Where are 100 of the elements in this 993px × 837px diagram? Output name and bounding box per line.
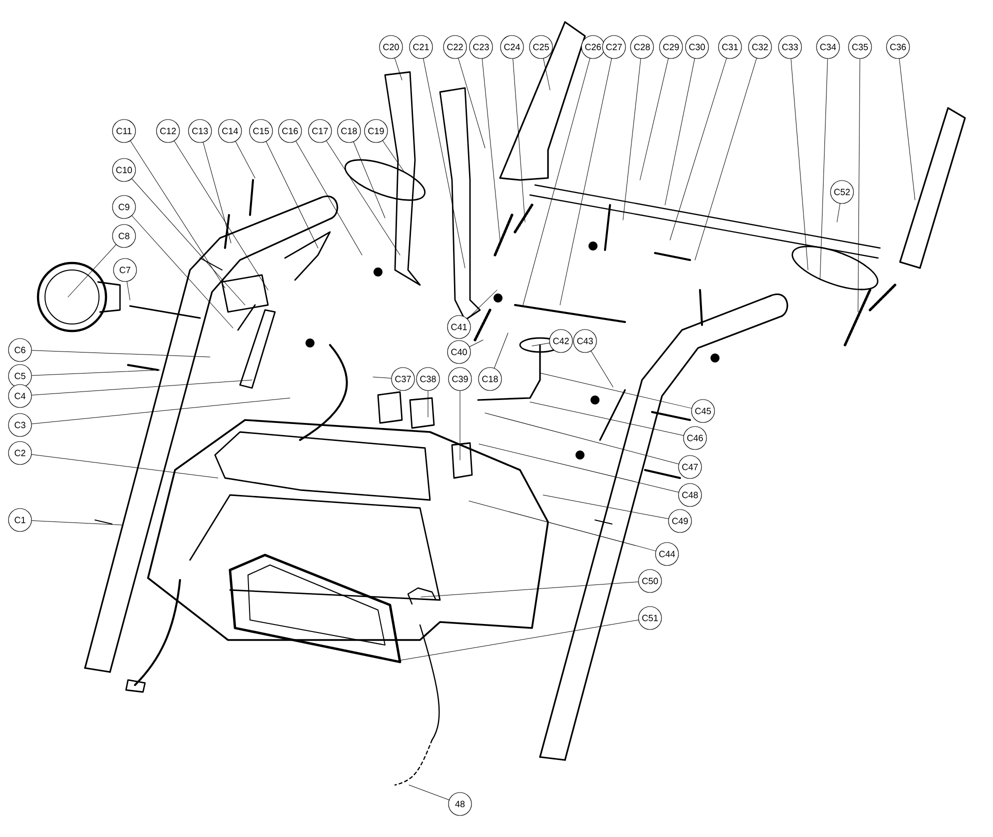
callout-number: C43: [573, 329, 597, 353]
callout-number: C51: [638, 606, 662, 630]
leader-line: [532, 342, 550, 346]
callout-number: C6: [8, 338, 32, 362]
callout-number: C47: [678, 455, 702, 479]
leader-line: [174, 140, 268, 290]
leader-line: [640, 58, 669, 180]
callout-number: C8: [112, 224, 136, 248]
callout-number: C2: [8, 441, 32, 465]
callout-number: C46: [683, 426, 707, 450]
leader-line: [68, 244, 116, 298]
leader-line: [836, 203, 840, 222]
leader-line: [458, 58, 486, 148]
leader-line: [32, 370, 160, 376]
leader-line: [130, 140, 226, 288]
callout-number: C31: [718, 35, 742, 59]
callout-number: C37: [391, 367, 415, 391]
callout-number: C36: [886, 35, 910, 59]
callout-number: C39: [448, 367, 472, 391]
callout-number: C34: [816, 35, 840, 59]
leader-line: [670, 58, 727, 240]
callout-number: C18: [478, 367, 502, 391]
leader-line: [266, 141, 318, 248]
leader-line: [590, 350, 614, 388]
callout-number: C40: [447, 340, 471, 364]
leader-line: [858, 58, 860, 312]
callout-number: C20: [379, 35, 403, 59]
leader-line: [478, 444, 679, 492]
leader-line: [396, 620, 639, 662]
leader-line: [468, 500, 656, 552]
leader-line: [32, 380, 252, 396]
callout-number: C32: [748, 35, 772, 59]
leader-line: [820, 58, 828, 280]
callout-number: C15: [249, 119, 273, 143]
callout-number: C4: [8, 384, 32, 408]
leader-line: [408, 784, 450, 800]
callout-number: C1: [8, 508, 32, 532]
callout-number: C10: [112, 158, 136, 182]
leader-line: [467, 290, 498, 320]
leader-line: [469, 340, 484, 347]
callout-number: C44: [655, 542, 679, 566]
callout-number: C3: [8, 413, 32, 437]
leader-line: [622, 58, 641, 220]
leader-line: [382, 140, 406, 174]
leader-line: [694, 58, 757, 260]
callout-number: C35: [848, 35, 872, 59]
leader-line: [484, 412, 679, 464]
callout-number: C49: [668, 509, 692, 533]
callout-number: C30: [685, 35, 709, 59]
leader-line: [543, 58, 550, 90]
leader-line: [394, 58, 402, 80]
leader-line: [126, 281, 130, 300]
callout-number: C7: [113, 258, 137, 282]
leader-line: [296, 140, 362, 256]
callout-number: C33: [778, 35, 802, 59]
callout-number: C23: [469, 35, 493, 59]
callout-number: C22: [443, 35, 467, 59]
callout-number: C13: [188, 119, 212, 143]
callout-number: C52: [830, 180, 854, 204]
leader-line: [326, 140, 400, 256]
leader-line: [32, 350, 210, 358]
callout-number: C28: [630, 35, 654, 59]
leader-line: [423, 58, 466, 268]
callout-number: C14: [218, 119, 242, 143]
callout-number: C29: [659, 35, 683, 59]
callout-number: C17: [308, 119, 332, 143]
callout-number: C26: [581, 35, 605, 59]
callout-number: C12: [156, 119, 180, 143]
leader-line: [420, 582, 638, 598]
callout-number: C42: [549, 329, 573, 353]
leader-line: [372, 376, 392, 378]
leader-line: [494, 332, 508, 368]
callout-number: C41: [447, 315, 471, 339]
leader-line: [132, 216, 234, 328]
callout-number: C25: [529, 35, 553, 59]
callout-number: C18: [337, 119, 361, 143]
leader-line: [235, 141, 256, 178]
callout-number: C48: [678, 483, 702, 507]
leader-line: [790, 58, 808, 270]
leader-line: [31, 454, 218, 478]
leader-line: [530, 402, 684, 436]
callout-number: C50: [638, 569, 662, 593]
leader-line: [512, 58, 526, 222]
callout-number: C27: [602, 35, 626, 59]
leader-line: [542, 494, 669, 520]
leader-line: [132, 178, 246, 306]
callout-number: C21: [409, 35, 433, 59]
leader-line: [353, 142, 386, 218]
callout-number: C19: [364, 119, 388, 143]
leader-line: [32, 520, 122, 526]
callout-number: 48: [448, 792, 472, 816]
callout-number: C16: [278, 119, 302, 143]
callout-number: C45: [691, 399, 715, 423]
callout-number: C9: [112, 195, 136, 219]
leader-line: [560, 58, 612, 306]
callout-number: C24: [500, 35, 524, 59]
callout-number: C38: [416, 367, 440, 391]
leader-line: [540, 372, 692, 409]
leader-line: [522, 58, 590, 306]
leader-line: [482, 58, 500, 240]
